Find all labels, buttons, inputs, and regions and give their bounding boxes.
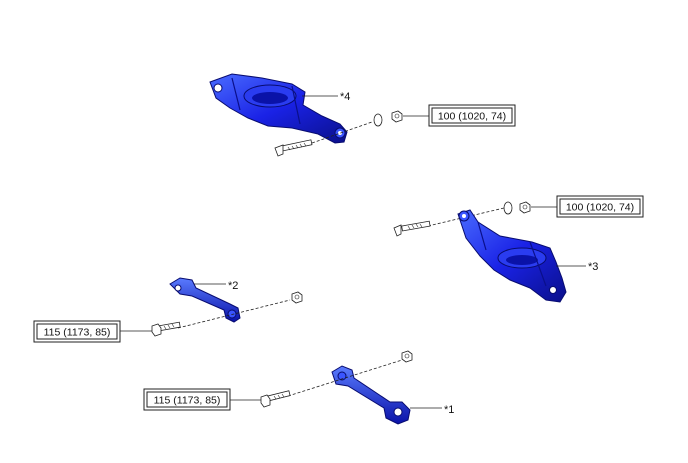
- torque-label-link2: 115 (1173, 85): [44, 327, 111, 339]
- torque-box-right-arm: [556, 195, 644, 218]
- bolt-upper-arm: [274, 139, 313, 157]
- upper-control-arm-part4: [209, 73, 348, 144]
- bolt-right-arm: [393, 220, 431, 237]
- callout-part3: *3: [588, 261, 598, 273]
- torque-label-link1: 115 (1173, 85): [154, 395, 221, 407]
- nut-right-arm: [519, 201, 531, 214]
- washer-upper-arm: [373, 113, 383, 127]
- torque-box-link1: [143, 388, 231, 411]
- lateral-link-part2: [169, 277, 241, 323]
- nut-upper-arm: [391, 110, 403, 123]
- callout-part4: *4: [340, 91, 350, 103]
- torque-box-link2: [33, 320, 121, 343]
- lower-control-arm-part3: [457, 209, 567, 303]
- assembly-axis-2: [177, 299, 291, 329]
- assembly-axis-3: [427, 207, 505, 227]
- torque-label-right-arm: 100 (1020, 74): [566, 202, 634, 214]
- nut-link2: [291, 291, 303, 304]
- washer-right-arm: [503, 201, 513, 215]
- callout-part1: *1: [444, 404, 454, 416]
- nut-link1: [401, 350, 413, 363]
- bolt-link2: [151, 321, 181, 337]
- assembly-axis-4: [311, 121, 373, 144]
- callout-part2: *2: [228, 280, 238, 292]
- lateral-link-part1: [331, 365, 411, 425]
- torque-box-upper-arm: [428, 104, 516, 127]
- torque-label-upper-arm: 100 (1020, 74): [438, 111, 506, 123]
- bolt-link1: [260, 390, 291, 408]
